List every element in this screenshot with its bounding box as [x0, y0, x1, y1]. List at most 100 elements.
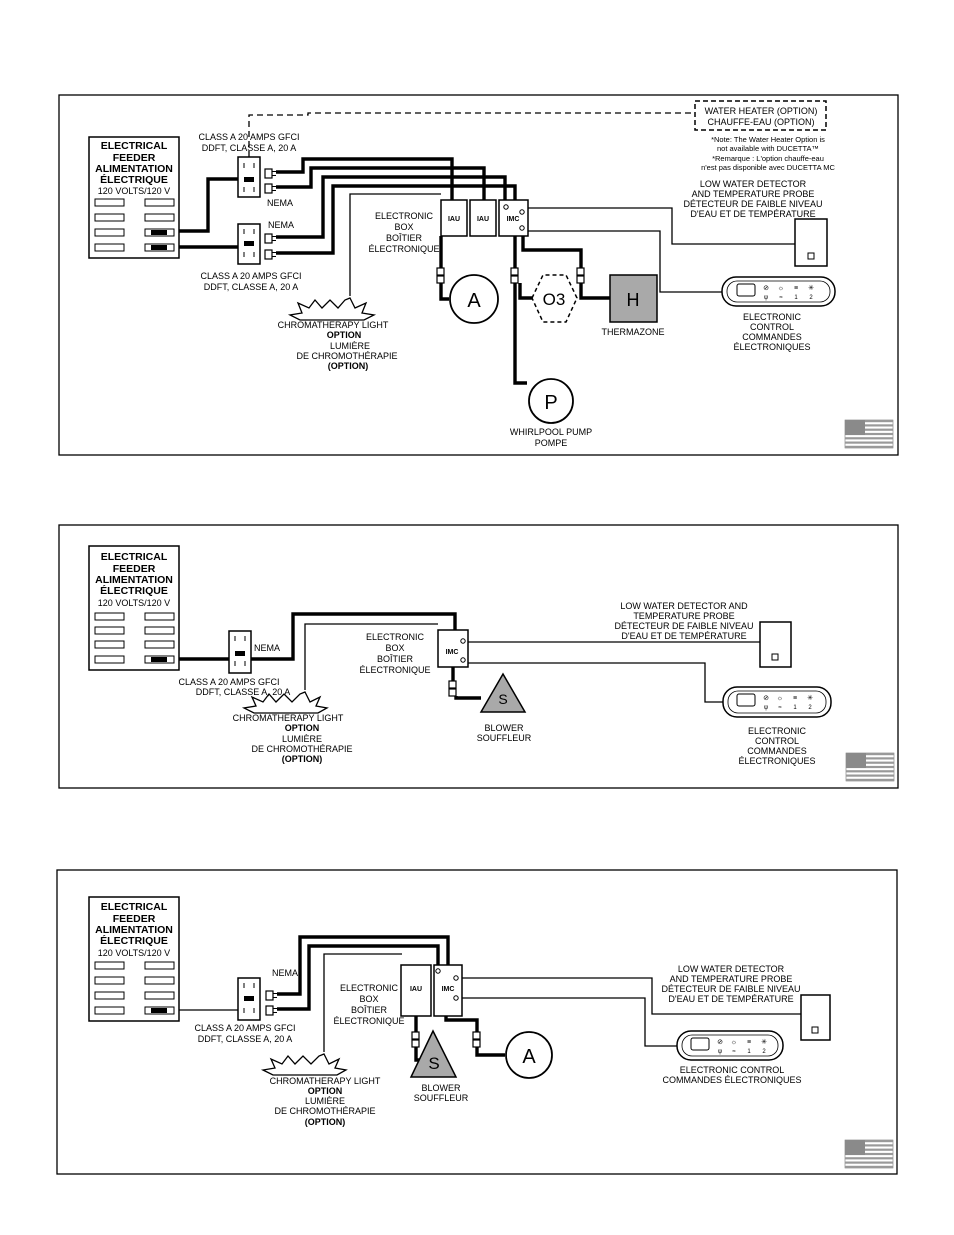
pump-label-2: POMPE [535, 438, 568, 448]
svg-text:ψ: ψ [718, 1049, 722, 1055]
svg-text:CONTROL: CONTROL [755, 736, 799, 746]
control-label-2: CONTROL [750, 322, 794, 332]
svg-text:FEEDER: FEEDER [113, 563, 156, 575]
blower-triangle-2 [479, 672, 527, 713]
svg-text:ALIMENTATION: ALIMENTATION [95, 574, 173, 586]
svg-text:BOX: BOX [385, 643, 404, 653]
svg-text:CLASS A 20 AMPS GFCI: CLASS A 20 AMPS GFCI [194, 1023, 295, 1033]
svg-text:BLOWER: BLOWER [421, 1083, 461, 1093]
svg-text:2: 2 [808, 705, 812, 711]
svg-text:☼: ☼ [777, 695, 783, 702]
svg-text:OPTION: OPTION [308, 1086, 343, 1096]
chroma-label-5: (OPTION) [328, 361, 369, 371]
svg-text:≡: ≡ [747, 1039, 751, 1046]
heater-note-4: n'est pas disponible avec DUCETTA MC [701, 163, 835, 172]
detector-label-2: AND TEMPERATURE PROBE [692, 189, 815, 199]
feeder-title-1: ELECTRICAL [101, 140, 168, 152]
svg-text:≈: ≈ [778, 705, 782, 711]
chromatherapy-starburst-3 [260, 1053, 348, 1076]
control-label-1: ELECTRONIC [743, 312, 802, 322]
detector-label-4: D'EAU ET DE TEMPÉRATURE [690, 209, 815, 219]
svg-text:120 VOLTS/120 V: 120 VOLTS/120 V [98, 948, 170, 958]
heater-note-2: not available with DUCETTA™ [717, 144, 819, 153]
svg-text:CHROMATHERAPY LIGHT: CHROMATHERAPY LIGHT [270, 1076, 381, 1086]
thermazone-heater [609, 274, 658, 323]
svg-text:BLOWER: BLOWER [484, 723, 524, 733]
gfci-receptacle-3 [237, 977, 261, 1021]
svg-text:☼: ☼ [731, 1039, 737, 1046]
nema-label-top: NEMA [267, 198, 293, 208]
component-h-label: H [627, 290, 640, 310]
svg-text:✳: ✳ [808, 284, 814, 292]
chroma-label-1: CHROMATHERAPY LIGHT [278, 320, 389, 330]
chromatherapy-starburst-2 [241, 691, 329, 714]
svg-text:☼: ☼ [778, 285, 784, 292]
us-flag-icon-2 [845, 752, 895, 782]
gfci-receptacle-2 [228, 630, 252, 674]
svg-text:ÉLECTRIQUE: ÉLECTRIQUE [100, 584, 168, 597]
svg-text:ELECTRONIC: ELECTRONIC [748, 726, 807, 736]
water-heater-option-box: WATER HEATER (OPTION) CHAUFFE-EAU (OPTIO… [694, 100, 827, 131]
svg-text:✳: ✳ [807, 694, 813, 702]
component-s-label-2: S [498, 691, 507, 707]
svg-text:FEEDER: FEEDER [113, 913, 156, 925]
svg-text:2: 2 [762, 1049, 766, 1055]
svg-text:LOW WATER DETECTOR AND: LOW WATER DETECTOR AND [620, 601, 748, 611]
nema-label-bottom: NEMA [268, 220, 294, 230]
blower-triangle-3 [409, 1029, 458, 1078]
svg-text:ÉLECTRONIQUES: ÉLECTRONIQUES [738, 756, 815, 766]
svg-text:D'EAU ET DE TEMPÉRATURE: D'EAU ET DE TEMPÉRATURE [668, 994, 793, 1004]
svg-text:⊘: ⊘ [763, 695, 769, 702]
electrical-feeder-panel: ELECTRICAL FEEDER ALIMENTATION ÉLECTRIQU… [88, 136, 180, 259]
component-a-label: A [467, 290, 481, 312]
diagram-1-frame [58, 94, 899, 456]
electrical-feeder-panel-3: ELECTRICAL FEEDER ALIMENTATION ÉLECTRIQU… [88, 896, 180, 1022]
chauffe-eau-label: CHAUFFE-EAU (OPTION) [708, 117, 815, 127]
svg-text:ELECTRONIC: ELECTRONIC [340, 983, 399, 993]
iau-label-1: IAU [448, 216, 460, 223]
svg-text:1: 1 [747, 1049, 751, 1055]
svg-text:NEMA: NEMA [254, 643, 280, 653]
component-a-circle-3 [505, 1031, 553, 1079]
svg-text:⊘: ⊘ [763, 285, 769, 292]
ozonator-hexagon [531, 274, 578, 323]
svg-text:BOÎTIER: BOÎTIER [377, 654, 414, 664]
component-o3-label: O3 [543, 290, 566, 309]
electronic-box-label-2: BOX [394, 222, 413, 232]
heater-note-3: *Remarque : L'option chauffe-eau [712, 154, 824, 163]
component-s-label-3: S [428, 1054, 439, 1073]
gfci-receptacle-bottom [237, 223, 261, 265]
control-label-4: ÉLECTRONIQUES [733, 342, 810, 352]
svg-text:BOX: BOX [359, 994, 378, 1004]
svg-text:ÉLECTRONIQUE: ÉLECTRONIQUE [359, 665, 430, 675]
svg-text:2: 2 [809, 295, 813, 301]
component-a-label-3: A [522, 1046, 536, 1068]
svg-text:≡: ≡ [794, 285, 798, 292]
electronic-box-label-1: ELECTRONIC [375, 211, 434, 221]
svg-text:ELECTRICAL: ELECTRICAL [101, 901, 168, 913]
feeder-title-2: FEEDER [113, 152, 156, 164]
svg-text:✳: ✳ [761, 1038, 767, 1046]
detector-label-1: LOW WATER DETECTOR [700, 179, 807, 189]
chromatherapy-starburst [287, 297, 377, 321]
diagram-2: ELECTRICAL FEEDER ALIMENTATION ÉLECTRIQU… [58, 524, 899, 789]
svg-text:LUMIÈRE: LUMIÈRE [305, 1096, 345, 1106]
feeder-voltage: 120 VOLTS/120 V [98, 186, 170, 196]
pump-label-1: WHIRLPOOL PUMP [510, 427, 592, 437]
svg-text:DDFT, CLASSE A, 20 A: DDFT, CLASSE A, 20 A [196, 687, 291, 697]
svg-text:SOUFFLEUR: SOUFFLEUR [477, 733, 532, 743]
svg-text:(OPTION): (OPTION) [305, 1117, 346, 1127]
svg-text:AND TEMPERATURE PROBE: AND TEMPERATURE PROBE [670, 974, 793, 984]
svg-text:ÉLECTRIQUE: ÉLECTRIQUE [100, 934, 168, 947]
electronic-box: IAU IAU IMC [440, 199, 529, 237]
water-heater-label: WATER HEATER (OPTION) [705, 106, 818, 116]
svg-text:ELECTRONIC: ELECTRONIC [366, 632, 425, 642]
diagram-3-frame [56, 869, 898, 1175]
svg-text:ψ: ψ [764, 705, 768, 711]
gfci-receptacle-top [237, 156, 261, 198]
svg-text:DÉTECTEUR DE FAIBLE NIVEAU: DÉTECTEUR DE FAIBLE NIVEAU [661, 984, 800, 994]
component-a-circle [449, 274, 499, 324]
svg-text:ELECTRICAL: ELECTRICAL [101, 551, 168, 563]
svg-text:≡: ≡ [793, 695, 797, 702]
